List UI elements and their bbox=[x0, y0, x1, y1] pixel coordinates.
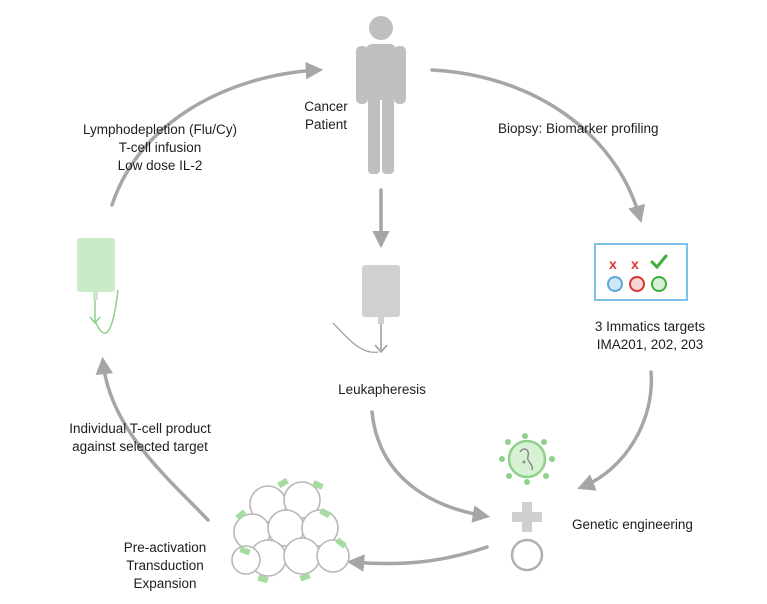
patient-label: Cancer Patient bbox=[304, 99, 348, 132]
leukapheresis-bag-icon bbox=[332, 265, 400, 354]
arrow-targets-to-engineering bbox=[577, 370, 654, 491]
expansion-label: Pre-activation Transduction Expansion bbox=[123, 540, 207, 591]
check-icon bbox=[650, 254, 668, 270]
infusion-bag-icon bbox=[77, 238, 119, 334]
genetic-engineering-label: Genetic engineering bbox=[572, 517, 693, 532]
t-cell-icon bbox=[510, 538, 544, 572]
arrow-engineering-to-expansion bbox=[346, 545, 489, 572]
leukapheresis-label: Leukapheresis bbox=[338, 382, 426, 397]
cross-icon: x bbox=[609, 256, 617, 272]
viral-vector-icon bbox=[499, 433, 555, 485]
patient-figure-icon bbox=[356, 16, 406, 174]
arrow-infusion-to-patient bbox=[110, 61, 324, 207]
targets-label: 3 Immatics targets IMA201, 202, 203 bbox=[594, 319, 706, 352]
arrow-leukapheresis-to-engineering bbox=[370, 410, 491, 523]
cross-icon: x bbox=[631, 256, 639, 272]
target-circle-red bbox=[629, 276, 645, 292]
t-cell-cluster-icon bbox=[231, 481, 350, 577]
target-circle-blue bbox=[607, 276, 623, 292]
tcr-marks bbox=[235, 477, 347, 584]
arrow-expansion-to-product bbox=[95, 356, 210, 522]
biomarker-panel: x x bbox=[594, 243, 688, 301]
biopsy-label: Biopsy: Biomarker profiling bbox=[498, 121, 659, 136]
plus-icon bbox=[512, 502, 542, 532]
product-label: Individual T-cell product against select… bbox=[69, 421, 211, 454]
arrow-patient-to-biopsy bbox=[430, 68, 646, 224]
infusion-label: Lymphodepletion (Flu/Cy) T-cell infusion… bbox=[82, 122, 238, 173]
target-circle-green bbox=[651, 276, 667, 292]
